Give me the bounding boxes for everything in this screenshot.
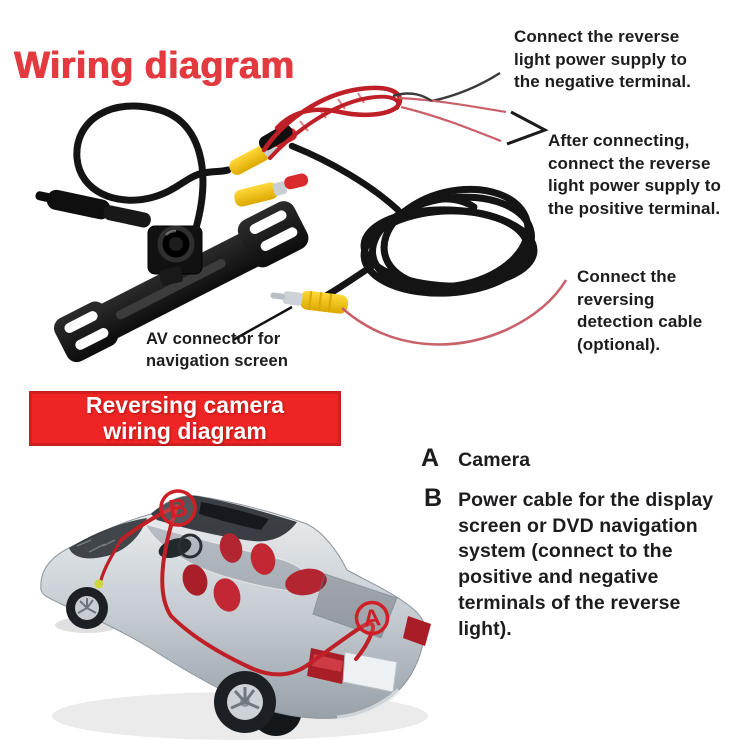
- thin-wire-red-1: [398, 96, 507, 114]
- rca-connector-yellow: [229, 124, 309, 207]
- barrel-connector: [35, 189, 151, 228]
- rear-camera: [147, 225, 203, 286]
- car-wheels: [66, 587, 276, 733]
- page-title: Wiring diagram: [14, 45, 295, 88]
- legend-marker-b: B: [424, 484, 443, 512]
- license-plate-frame: [53, 201, 309, 363]
- note-detection-cable: Connect the reversing detection cable (o…: [577, 267, 703, 354]
- marker-b: B: [159, 489, 197, 527]
- rca-connector-coil-end: [270, 290, 349, 314]
- marker-a: A: [354, 600, 390, 636]
- label-av-connector: AV connector for navigation screen: [146, 330, 288, 370]
- wiring-node: [94, 579, 104, 589]
- camera-cable-loop: [73, 102, 232, 232]
- car-cutaway-illustration: B A: [40, 489, 431, 740]
- arrow-chevron-icon: [506, 110, 549, 146]
- power-wire-red: [261, 85, 403, 160]
- svg-text:A: A: [362, 604, 382, 633]
- camera-kit-photo-illustration: [35, 71, 568, 363]
- note-negative-terminal: Connect the reverse light power supply t…: [514, 27, 691, 92]
- svg-text:B: B: [167, 492, 190, 524]
- legend-marker-a: A: [421, 444, 440, 472]
- thin-wire-black: [392, 92, 433, 103]
- legend-item-a: A Camera: [421, 446, 731, 474]
- legend-text-a: Camera: [458, 449, 531, 471]
- leader-line-negative-terminal: [431, 71, 501, 103]
- banner-text: Reversing camera wiring diagram: [85, 392, 285, 444]
- banner-reversing-camera: Reversing camera wiring diagram: [29, 391, 341, 446]
- car-wiring-route-red: [99, 504, 375, 677]
- note-positive-terminal: After connecting, connect the reverse li…: [548, 131, 722, 218]
- leader-line-av-connector: [232, 305, 293, 342]
- video-cable-coil: [288, 142, 538, 303]
- detection-wire-red: [341, 279, 568, 346]
- legend-text-b: Power cable for the display screen or DV…: [458, 489, 714, 640]
- legend-item-b: B Power cable for the display screen or …: [424, 486, 736, 642]
- thin-wire-red-2: [400, 105, 502, 143]
